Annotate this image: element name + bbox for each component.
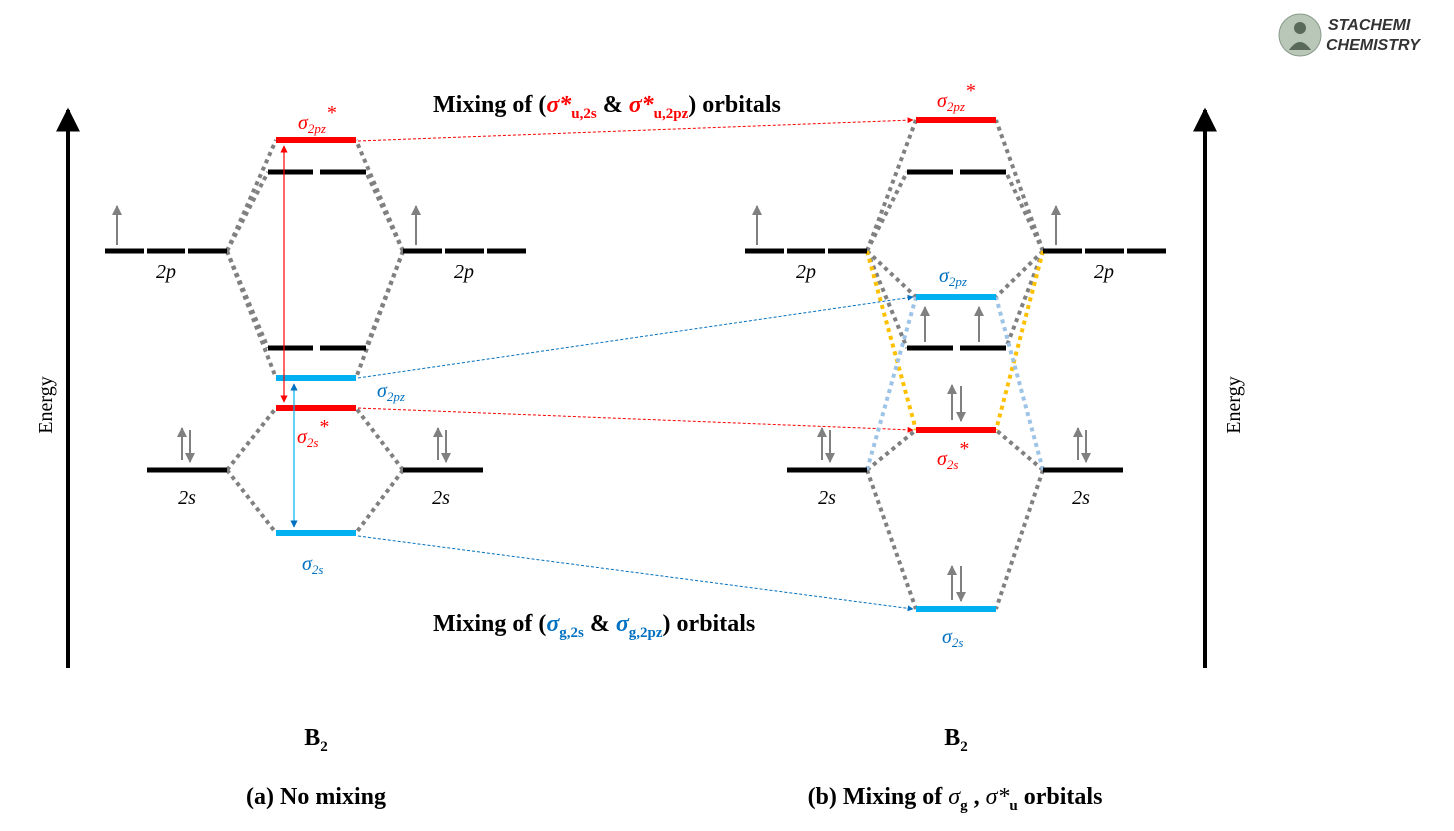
label-2p-right-b: 2p xyxy=(1094,261,1114,283)
connector-sigma-2pz-star xyxy=(357,117,914,142)
label-2p-right-a: 2p xyxy=(454,261,474,283)
label-2s-left-a: 2s xyxy=(178,487,196,509)
label-sigma-2s-b: σ2s xyxy=(942,626,963,650)
caption-a: (a) No mixing xyxy=(246,784,386,810)
label-2s-right-a: 2s xyxy=(432,487,450,509)
energy-label-left: Energy xyxy=(35,376,57,433)
label-sigma-2s-a: σ2s xyxy=(302,553,323,577)
energy-label-right: Energy xyxy=(1223,376,1245,433)
label-sigma-2s-star-b: σ2s* xyxy=(937,438,968,472)
connector-sigma-2s xyxy=(357,535,914,612)
connector-sigma-2s-star xyxy=(357,407,914,433)
brand-line1: STACHEMI xyxy=(1328,17,1411,34)
label-sigma-2pz-star-a: σ2pz* xyxy=(298,102,336,136)
mixing-lines-orange-b xyxy=(865,250,1045,431)
label-sigma-2pz-b: σ2pz xyxy=(939,265,967,289)
bottom-mixing-title: Mixing of (σg,2s & σg,2pz) orbitals xyxy=(433,611,755,641)
label-2p-left-b: 2p xyxy=(796,261,816,283)
molecule-label-a: B2 xyxy=(304,725,328,755)
label-2s-left-b: 2s xyxy=(818,487,836,509)
caption-b: (b) Mixing of σg , σ*u orbitals xyxy=(808,784,1103,814)
label-sigma-2pz-a: σ2pz xyxy=(377,380,405,404)
label-2p-left-a: 2p xyxy=(156,261,176,283)
correlation-lines-a xyxy=(225,139,405,535)
brand-avatar-icon xyxy=(1278,13,1322,57)
connector-sigma-2pz xyxy=(357,294,914,379)
brand-line2: CHEMISTRY xyxy=(1326,37,1421,54)
label-sigma-2pz-star-b: σ2pz* xyxy=(937,80,975,114)
label-2s-right-b: 2s xyxy=(1072,487,1090,509)
top-mixing-title: Mixing of (σ*u,2s & σ*u,2pz) orbitals xyxy=(433,92,781,122)
mixing-lines-lightblue-b xyxy=(865,296,1045,471)
brand-logo: STACHEMI CHEMISTRY xyxy=(1278,13,1421,57)
molecule-label-b: B2 xyxy=(944,725,968,755)
label-sigma-2s-star-a: σ2s* xyxy=(297,416,328,450)
diagram-a: 2p 2p 2s 2s σ2pz* σ2pz σ2s* σ2s B2 (a) N… xyxy=(105,102,526,810)
diagram-b: 2p 2p 2s 2s σ2pz* σ2pz σ2s* σ2s B2 xyxy=(745,80,1166,814)
correlation-lines-b xyxy=(865,119,1045,610)
cross-connectors xyxy=(357,117,914,612)
